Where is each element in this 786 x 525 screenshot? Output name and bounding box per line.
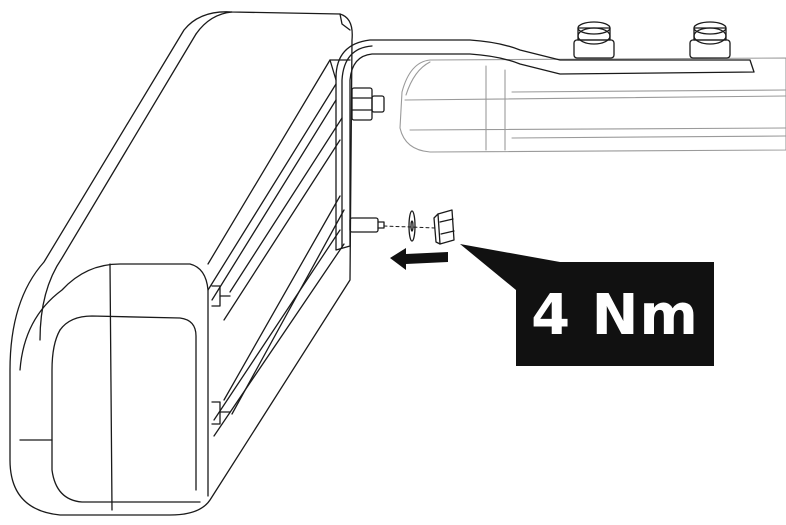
cargo-box bbox=[9, 11, 353, 516]
assembly-guide-line bbox=[383, 225, 437, 229]
hex-nut-icon bbox=[433, 209, 455, 245]
arrow-left-icon bbox=[390, 248, 448, 270]
mounting-bracket bbox=[335, 39, 755, 251]
upper-hex-nut bbox=[351, 87, 385, 121]
bracket-bolt-left bbox=[573, 21, 615, 59]
bracket-stud bbox=[349, 217, 385, 233]
torque-callout-shape bbox=[460, 244, 714, 366]
roof-bar bbox=[399, 57, 786, 153]
bracket-bolt-right bbox=[689, 21, 731, 59]
washer-icon bbox=[408, 210, 416, 242]
